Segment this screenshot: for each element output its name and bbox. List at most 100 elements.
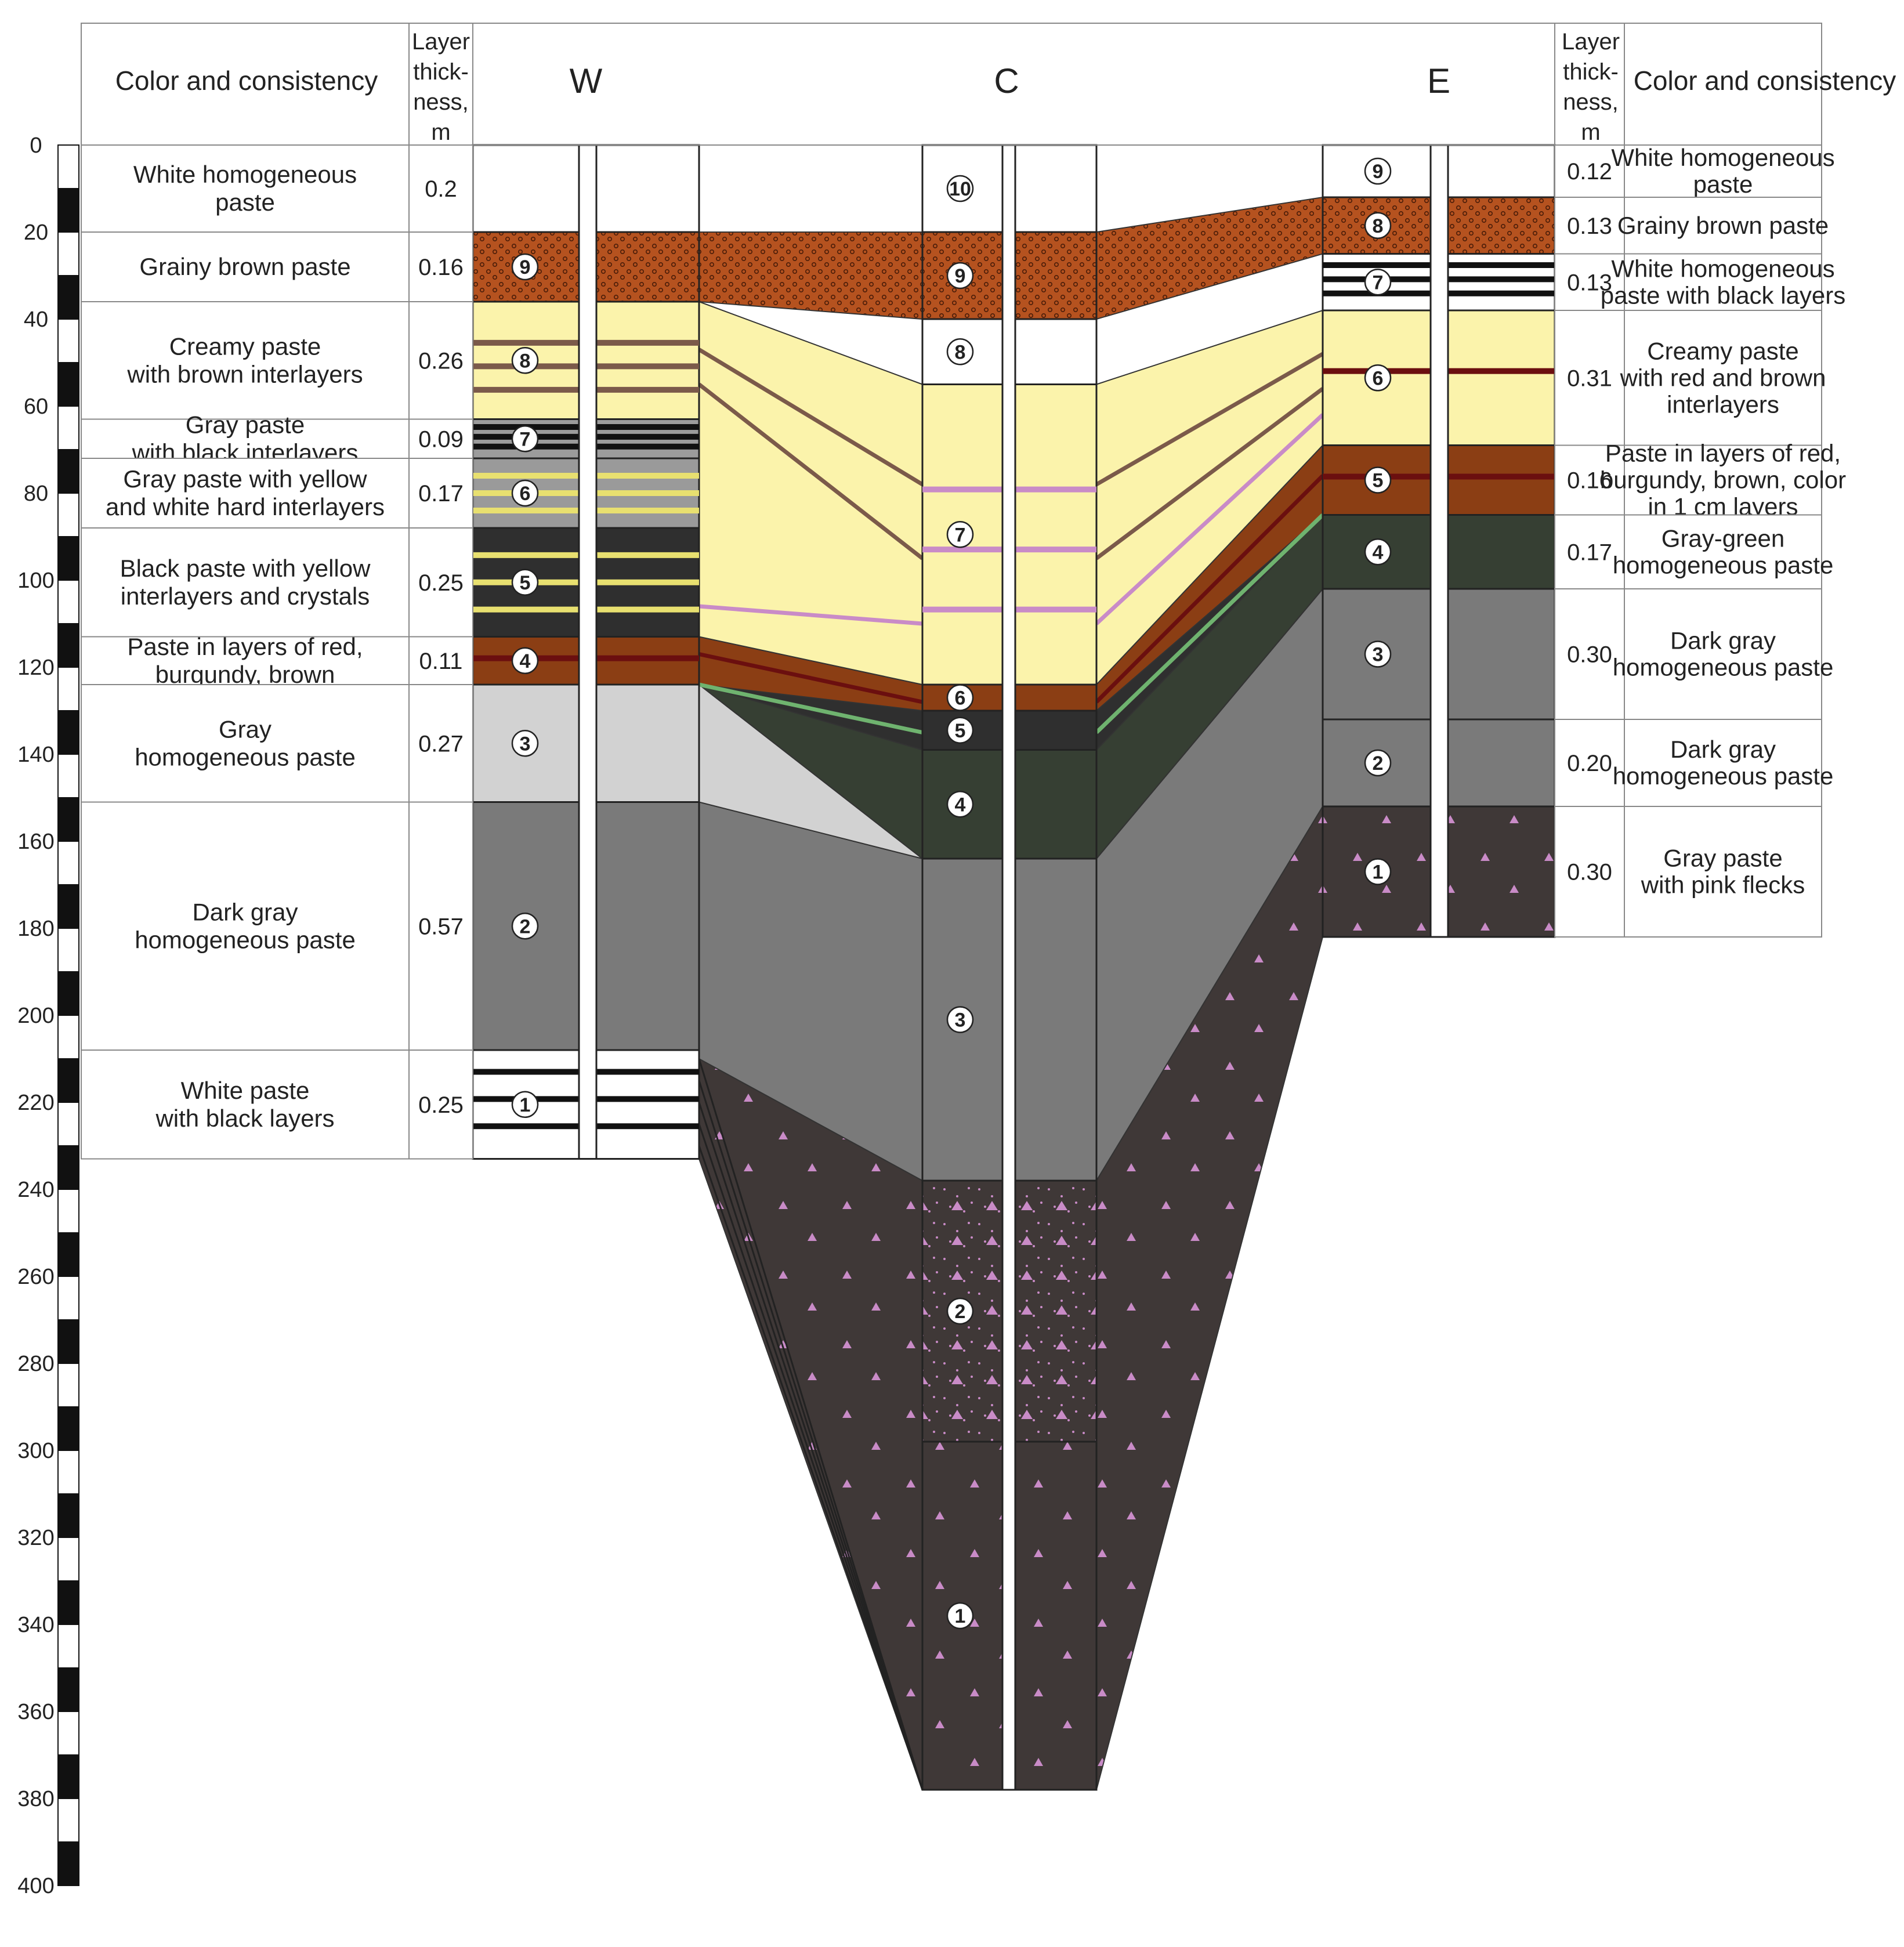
scale-segment [57, 1058, 79, 1103]
west-layer-top [472, 144, 580, 233]
right-desc-header: Color and consistency [1634, 66, 1896, 96]
depth-scale: 0204060801001201401601802002202402602803… [17, 133, 79, 1898]
depth-tick-label: 200 [17, 1004, 54, 1028]
west-table-row [81, 636, 473, 685]
center-layer-number-badge [946, 716, 974, 744]
west-layer-description: Black paste with yellow [120, 555, 371, 582]
west-layer-thickness: 0.17 [418, 481, 464, 506]
depth-tick-label: 300 [17, 1439, 54, 1463]
west-interlayer [473, 606, 579, 613]
east-interlayer [1448, 473, 1555, 480]
east-layer-number-badge [1364, 364, 1392, 392]
center-layer-number-badge [946, 175, 974, 202]
center-layer-number: 1 [955, 1605, 966, 1627]
scale-segment [57, 1841, 79, 1886]
east-core-tube [1429, 144, 1449, 938]
west-layer-number-badge [511, 425, 539, 453]
west-layer-1 [595, 1049, 700, 1160]
west-interlayer [596, 579, 699, 585]
scale-segment [57, 1276, 79, 1320]
east-layer-5 [1447, 444, 1556, 516]
east-layer-description: paste [1693, 171, 1753, 198]
west-layer-description: burgundy, brown [155, 661, 335, 688]
west-core-tube [578, 144, 598, 1160]
scale-segment [57, 1232, 79, 1277]
west-interlayer [596, 339, 699, 346]
center-interlayer [922, 606, 1002, 613]
west-interlayer [596, 508, 699, 513]
center-layer-number: 5 [955, 720, 966, 742]
east-layer-description: homogeneous paste [1613, 654, 1834, 681]
west-interlayer [596, 1123, 699, 1130]
west-interlayer [596, 424, 699, 430]
east-layer-description: Dark gray [1670, 627, 1776, 654]
scale-segment [57, 1754, 79, 1799]
scale-segment [57, 1406, 79, 1451]
east-table-row [1554, 514, 1822, 589]
depth-tick-label: 140 [17, 743, 54, 767]
east-layer-description: paste with black layers [1601, 281, 1846, 309]
east-layer-4 [1447, 514, 1556, 590]
center-layer-9 [1014, 231, 1098, 320]
depth-tick-label: 180 [17, 917, 54, 941]
west-layer-thickness: 0.11 [419, 649, 463, 674]
scale-segment [57, 1580, 79, 1625]
west-interlayer [596, 386, 699, 393]
east-layer-description: interlayers [1667, 390, 1779, 418]
west-interlayer [473, 1123, 579, 1130]
scale-segment [57, 493, 79, 537]
fan-line [698, 1058, 924, 1790]
scale-segment [57, 1493, 79, 1538]
depth-tick-label: 80 [24, 482, 48, 506]
west-layer-thickness: 0.27 [418, 731, 464, 757]
center-layer-number-badge [946, 791, 974, 818]
scale-segment [57, 971, 79, 1016]
center-layer-8 [1014, 318, 1098, 385]
west-interlayer [473, 386, 579, 393]
center-interlayer [1015, 486, 1096, 493]
center-layer-number-badge [946, 1297, 974, 1325]
right-thickness-header-1: Layer [1562, 29, 1620, 55]
interlayer-line-right [1095, 513, 1324, 734]
scale-segment [57, 362, 79, 407]
interlayer-line-right [1095, 352, 1324, 487]
east-layer-number: 1 [1373, 862, 1384, 884]
east-layer-number-badge [1364, 640, 1392, 668]
west-layer-description: Grainy brown paste [139, 253, 350, 280]
east-layer-description: with red and brown [1620, 364, 1826, 391]
scale-segment [57, 1189, 79, 1233]
west-table-row [81, 801, 473, 1051]
east-layer-description: Paste in layers of red, [1605, 440, 1841, 467]
band-right-grainy-band [1096, 196, 1323, 320]
interlayer-line-right [1095, 413, 1324, 625]
west-layer-description: Creamy paste [169, 332, 321, 360]
west-layer-number-badge [511, 479, 539, 507]
band-left-grainy-band [698, 231, 923, 320]
scale-segment [57, 1798, 79, 1843]
west-layer-number: 6 [520, 483, 531, 505]
west-layer-description: White paste [181, 1077, 310, 1104]
east-table-row [1554, 806, 1822, 938]
depth-tick-label: 40 [24, 307, 48, 332]
scale-segment [57, 623, 79, 668]
center-layer-number: 2 [955, 1301, 966, 1323]
scale-segment [57, 536, 79, 581]
center-interlayer [922, 486, 1002, 493]
west-layer-thickness: 0.25 [418, 570, 464, 596]
west-layer-number: 4 [520, 650, 531, 672]
east-layer-number: 8 [1373, 215, 1384, 237]
east-layer-description: Gray-green [1662, 524, 1784, 552]
center-layer-number-badge [946, 521, 974, 548]
depth-tick-label: 240 [17, 1178, 54, 1202]
scale-segment [57, 710, 79, 755]
scale-segment [57, 275, 79, 320]
center-layer-number: 3 [955, 1009, 966, 1032]
scale-segment [57, 1667, 79, 1712]
west-layer-number-badge [511, 569, 539, 596]
east-layer-thickness: 0.20 [1567, 751, 1612, 776]
east-layer-thickness: 0.30 [1567, 860, 1612, 885]
west-layer-description: Gray paste [186, 411, 305, 438]
center-layer-number-badge [946, 338, 974, 365]
east-layer-number-badge [1364, 466, 1392, 494]
